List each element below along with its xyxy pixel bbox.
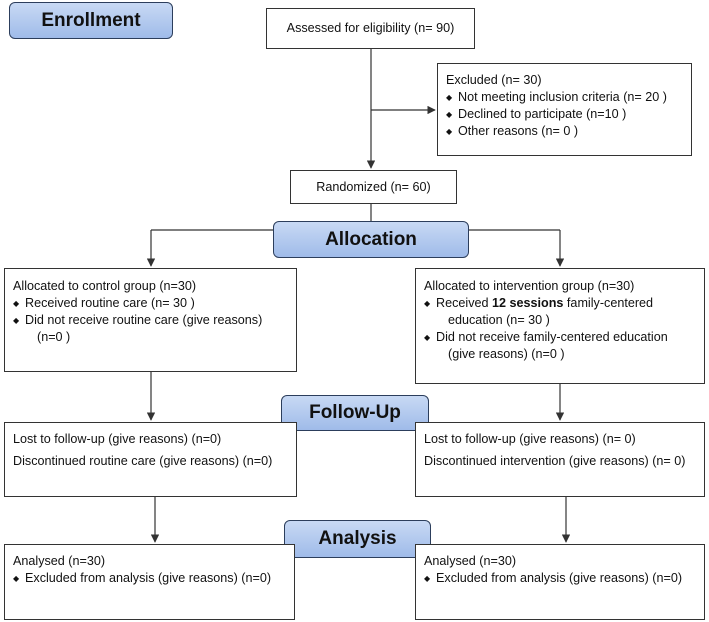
bullet-icon: ◆ <box>446 93 453 102</box>
intervention-followup-lost: Lost to follow-up (give reasons) (n= 0) <box>424 432 636 446</box>
randomized-box: Randomized (n= 60) <box>290 170 457 204</box>
stage-analysis-label: Analysis <box>318 528 397 549</box>
control-followup-box: Lost to follow-up (give reasons) (n=0) D… <box>4 422 297 497</box>
bullet-icon: ◆ <box>446 127 453 136</box>
stage-analysis: Analysis <box>284 520 431 558</box>
excluded-item: ◆Not meeting inclusion criteria (n= 20 ) <box>446 90 667 104</box>
stage-enrollment-label: Enrollment <box>41 9 141 31</box>
excluded-box: Excluded (n= 30) ◆Not meeting inclusion … <box>437 63 692 156</box>
intervention-analysis-box: Analysed (n=30) ◆Excluded from analysis … <box>415 544 705 620</box>
stage-enrollment: Enrollment <box>9 2 173 39</box>
control-allocation-item: ◆Received routine care (n= 30 ) <box>13 296 195 310</box>
sessions-emphasis: 12 sessions <box>492 296 564 310</box>
control-analysis-title: Analysed (n=30) <box>13 554 106 568</box>
stage-allocation: Allocation <box>273 221 469 258</box>
control-followup-lost: Lost to follow-up (give reasons) (n=0) <box>13 432 222 446</box>
bullet-icon: ◆ <box>13 299 20 308</box>
randomized-text: Randomized (n= 60) <box>316 179 431 194</box>
excluded-item: ◆Declined to participate (n=10 ) <box>446 107 627 121</box>
control-allocation-box: Allocated to control group (n=30) ◆Recei… <box>4 268 297 372</box>
stage-allocation-label: Allocation <box>325 228 417 250</box>
intervention-analysis-title: Analysed (n=30) <box>424 554 517 568</box>
bullet-icon: ◆ <box>424 333 431 342</box>
bullet-icon: ◆ <box>13 316 20 325</box>
control-analysis-box: Analysed (n=30) ◆Excluded from analysis … <box>4 544 295 620</box>
intervention-allocation-box: Allocated to intervention group (n=30) ◆… <box>415 268 705 384</box>
control-followup-discontinued: Discontinued routine care (give reasons)… <box>13 454 273 468</box>
bullet-icon: ◆ <box>424 299 431 308</box>
assessed-box: Assessed for eligibility (n= 90) <box>266 8 475 49</box>
bullet-icon: ◆ <box>13 574 20 583</box>
excluded-item: ◆Other reasons (n= 0 ) <box>446 124 579 138</box>
stage-follow-up-label: Follow-Up <box>309 402 401 423</box>
control-analysis-item: ◆Excluded from analysis (give reasons) (… <box>13 571 272 585</box>
bullet-icon: ◆ <box>446 110 453 119</box>
stage-follow-up: Follow-Up <box>281 395 429 431</box>
intervention-allocation-title: Allocated to intervention group (n=30) <box>424 279 635 293</box>
bullet-icon: ◆ <box>424 574 431 583</box>
intervention-allocation-item: ◆Received 12 sessions family-centered <box>424 296 654 310</box>
intervention-allocation-item: ◆Did not receive family-centered educati… <box>424 330 668 344</box>
control-allocation-item: ◆Did not receive routine care (give reas… <box>13 313 263 327</box>
assessed-text: Assessed for eligibility (n= 90) <box>286 21 455 35</box>
intervention-analysis-item: ◆Excluded from analysis (give reasons) (… <box>424 571 683 585</box>
intervention-allocation-item-cont: education (n= 30 ) <box>448 313 550 327</box>
intervention-followup-box: Lost to follow-up (give reasons) (n= 0) … <box>415 422 705 497</box>
excluded-title: Excluded (n= 30) <box>446 73 542 87</box>
intervention-allocation-item-cont: (give reasons) (n=0 ) <box>448 347 565 361</box>
intervention-followup-discontinued: Discontinued intervention (give reasons)… <box>424 454 686 468</box>
control-allocation-title: Allocated to control group (n=30) <box>13 279 197 293</box>
control-allocation-item-cont: (n=0 ) <box>37 330 71 344</box>
